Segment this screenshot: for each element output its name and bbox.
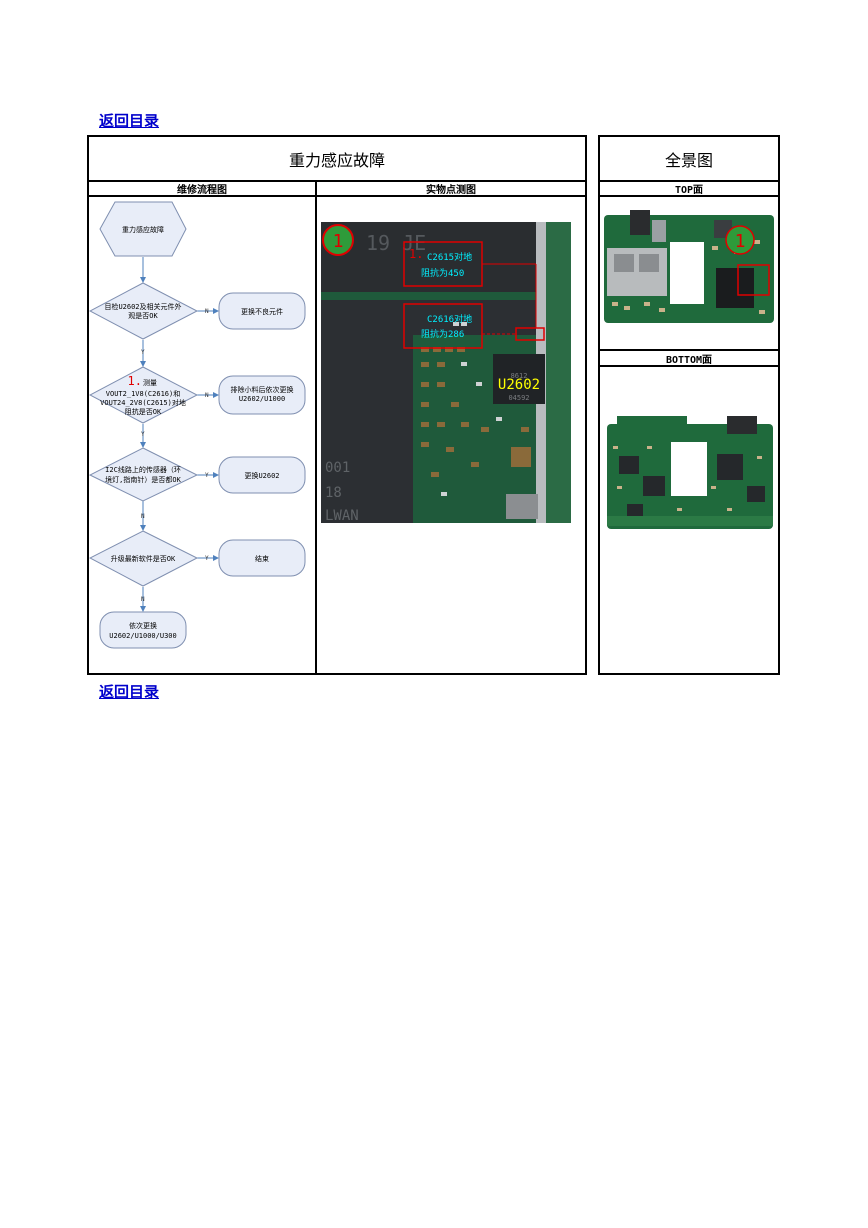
flow-decision-2 <box>89 366 199 424</box>
svg-text:阻抗为450: 阻抗为450 <box>421 267 464 279</box>
flow-action-2 <box>218 375 306 415</box>
svg-text:8612: 8612 <box>511 372 528 380</box>
svg-text:Y: Y <box>205 472 209 479</box>
repair-flowchart: 重力感应故障 目检U2602及相关元件外 观是否OK 更换不良元件 1. 测量 … <box>89 201 306 649</box>
svg-text:18: 18 <box>325 485 342 501</box>
overview-title: 全景图 <box>664 151 713 170</box>
svg-text:N: N <box>205 392 209 399</box>
svg-text:U2602/U1000: U2602/U1000 <box>239 395 285 403</box>
svg-text:境灯,指南针）是否都OK: 境灯,指南针）是否都OK <box>105 475 181 484</box>
svg-text:I2C线路上的传感器（环: I2C线路上的传感器（环 <box>105 465 181 474</box>
svg-text:测量: 测量 <box>143 379 157 387</box>
pcb-bottom-overview <box>607 416 773 529</box>
svg-text:VOUT24_2V8(C2615)对地: VOUT24_2V8(C2615)对地 <box>100 398 186 407</box>
svg-text:Y: Y <box>141 349 145 356</box>
svg-text:结束: 结束 <box>255 554 269 563</box>
svg-text:C2616对地: C2616对地 <box>427 313 472 325</box>
svg-text:升级最新软件是否OK: 升级最新软件是否OK <box>111 554 176 563</box>
flow-start-node <box>99 201 187 257</box>
svg-text:Y: Y <box>141 431 145 438</box>
top-face-label: TOP面 <box>674 185 704 196</box>
svg-text:C2615对地: C2615对地 <box>427 251 472 263</box>
svg-text:排除小料后依次更换: 排除小料后依次更换 <box>231 385 294 394</box>
svg-text:阻抗是否OK: 阻抗是否OK <box>125 407 162 416</box>
flow-action-3 <box>218 456 306 494</box>
bottom-face-label: BOTTOM面 <box>665 354 713 366</box>
svg-text:001: 001 <box>325 460 350 476</box>
back-to-contents-link-top[interactable]: 返回目录 <box>99 112 160 130</box>
pcb-measurement-photo: 19 JE 001 18 LWAN 8612 04592 U2602 1 1. … <box>321 222 571 523</box>
svg-text:Y: Y <box>205 555 209 562</box>
col-header-flow: 维修流程图 <box>177 185 227 196</box>
svg-text:19 JE: 19 JE <box>366 231 426 255</box>
flow-action-4 <box>218 539 306 577</box>
svg-text:1.: 1. <box>128 374 142 388</box>
svg-text:VOUT2_1V8(C2616)和: VOUT2_1V8(C2616)和 <box>106 389 180 398</box>
svg-text:观是否OK: 观是否OK <box>128 312 158 320</box>
flow-end-node <box>99 611 187 649</box>
svg-text:N: N <box>141 513 145 520</box>
svg-text:N: N <box>141 596 145 603</box>
svg-text:依次更换: 依次更换 <box>129 621 157 630</box>
flow-decision-3 <box>89 447 199 502</box>
svg-text:重力感应故障: 重力感应故障 <box>122 225 164 234</box>
col-header-photo: 实物点测图 <box>426 185 476 196</box>
svg-text:更换不良元件: 更换不良元件 <box>241 307 283 316</box>
flow-action-1 <box>218 292 306 330</box>
svg-text:目检U2602及相关元件外: 目检U2602及相关元件外 <box>104 302 181 311</box>
svg-text:更换U2602: 更换U2602 <box>244 471 279 480</box>
pcb-top-overview: 1 <box>604 210 774 323</box>
flow-decision-1 <box>89 282 199 340</box>
svg-text:N: N <box>205 308 209 315</box>
flow-decision-4 <box>89 530 199 587</box>
svg-text:U2602: U2602 <box>498 377 540 393</box>
back-to-contents-link-bottom[interactable]: 返回目录 <box>99 683 160 701</box>
svg-text:1: 1 <box>735 231 746 252</box>
svg-text:LWAN: LWAN <box>325 508 359 523</box>
svg-text:U2602/U1000/U300: U2602/U1000/U300 <box>109 632 176 640</box>
svg-text:阻抗为286: 阻抗为286 <box>421 328 464 340</box>
svg-text:1: 1 <box>333 231 344 252</box>
svg-text:1.: 1. <box>409 247 423 261</box>
main-title: 重力感应故障 <box>288 151 385 170</box>
svg-text:04592: 04592 <box>508 394 529 402</box>
